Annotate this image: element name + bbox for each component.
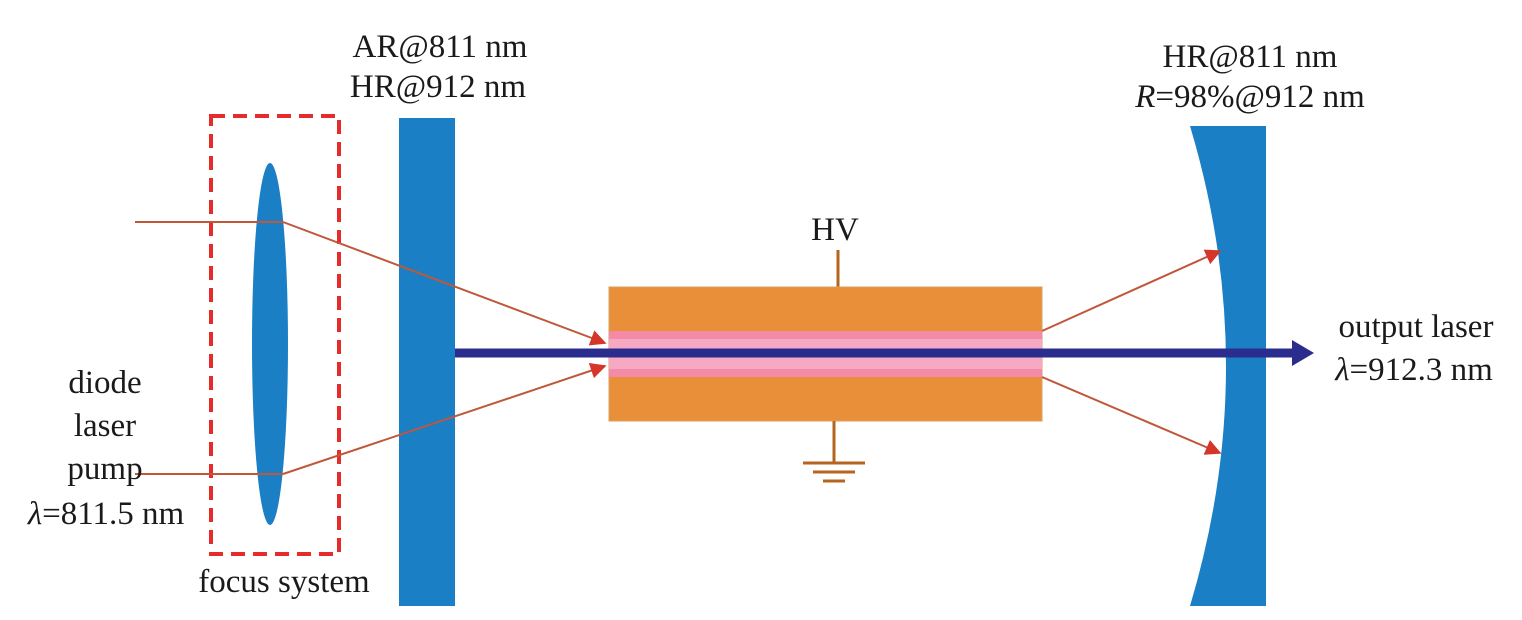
pump-beam-upper-converging [282,221,607,346]
reflectivity-value: =98%@912 nm [1155,79,1365,115]
input-mirror-label-2: HR@912 nm [350,69,526,105]
input-mirror [399,118,455,606]
focus-system-label: focus system [198,564,370,600]
input-mirror-label-1: AR@811 nm [353,29,528,65]
pump-beam-lower-converging [282,362,607,475]
hv-label: HV [811,212,859,248]
focus-system-box [209,114,341,556]
pump-wavelength-label: λ=811.5 nm [27,496,185,532]
output-beam-arrowhead [1292,340,1314,366]
output-mirror [1190,126,1266,606]
output-wavelength-label: λ=912.3 nm [1334,352,1493,388]
output-mirror-label-2: R=98%@912 nm [1134,79,1365,115]
reflectivity-symbol: R [1134,79,1155,115]
pump-wavelength-value: =811.5 nm [42,496,184,532]
pump-label-3: pump [67,451,142,487]
output-lambda-symbol: λ [1334,352,1349,388]
output-mirror-label-1: HR@811 nm [1163,39,1338,75]
ground-icon [803,461,865,483]
output-wavelength-value: =912.3 nm [1350,352,1494,388]
pump-beam-lower-out [1041,376,1222,455]
output-laser-label: output laser [1339,309,1494,345]
pump-label-1: diode [68,365,141,401]
focusing-lens [252,163,288,525]
pump-beam-upper-out [1041,249,1222,332]
pump-lambda-symbol: λ [27,496,42,532]
pump-label-2: laser [74,408,136,444]
